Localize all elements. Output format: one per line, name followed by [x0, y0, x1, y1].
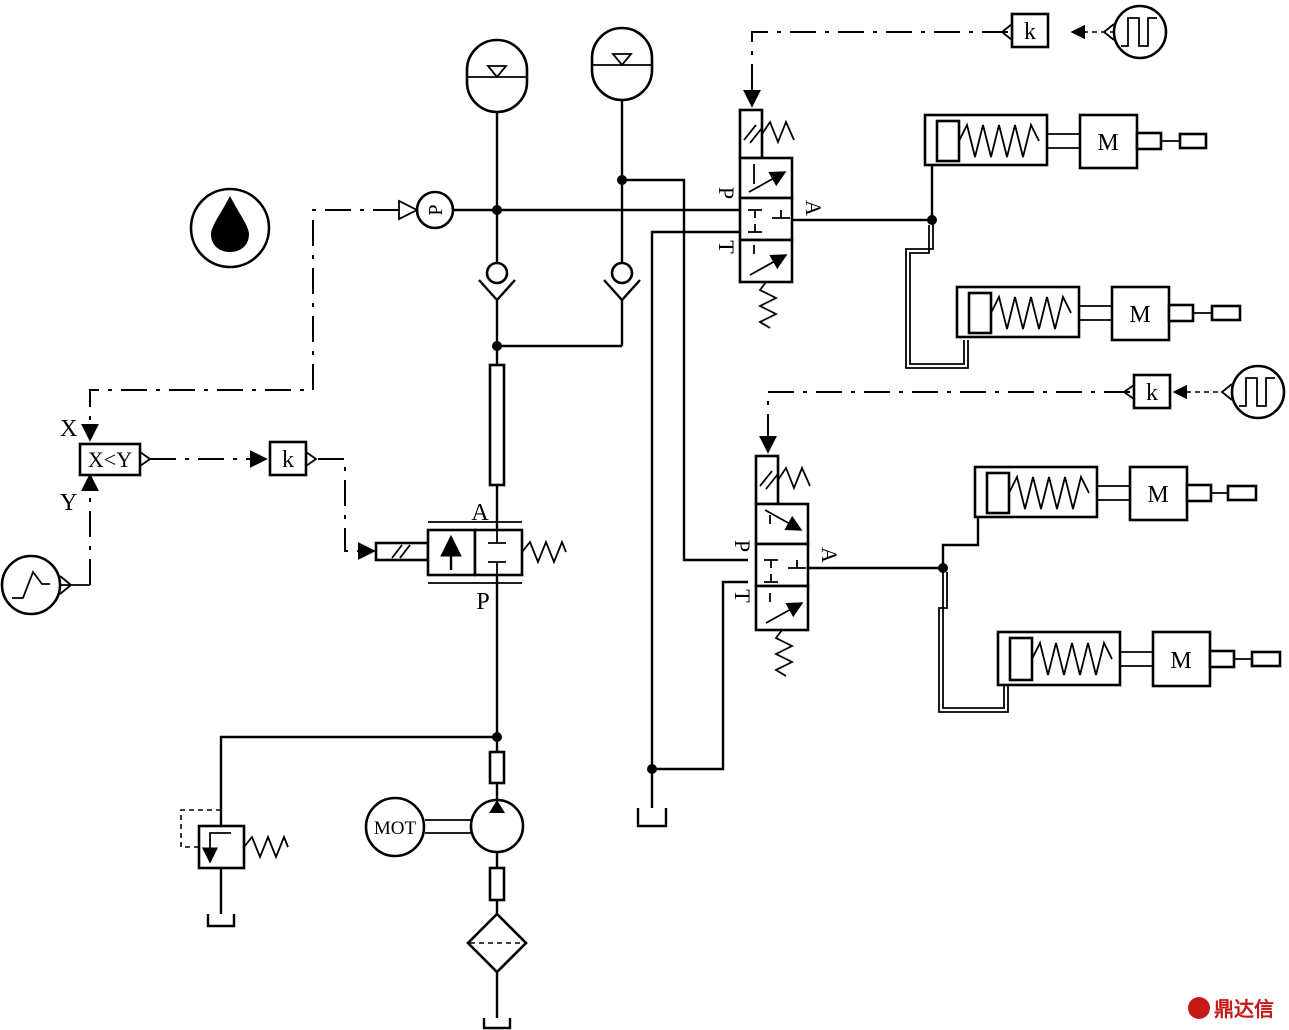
- pressure-hose: [488, 363, 506, 530]
- junction-dots: [492, 175, 948, 774]
- accumulator-left: [465, 38, 529, 114]
- control-signal-lines: [61, 24, 1218, 586]
- upper-valve-t-label: T: [714, 240, 739, 254]
- brake-4-motor-label: M: [1170, 648, 1191, 674]
- watermark-text: 鼎达信: [1214, 997, 1274, 1021]
- lower-gain-block: k: [1122, 373, 1172, 410]
- lower-valve-p-label: P: [730, 540, 755, 552]
- prop-valve-a-label: A: [471, 500, 489, 526]
- relief-valve: [180, 809, 289, 928]
- brake-1-motor-label: M: [1097, 130, 1118, 156]
- svg-text:鼎: 鼎: [1193, 1002, 1205, 1016]
- check-valve-left: [478, 261, 516, 302]
- gain-lower-label: k: [1146, 380, 1158, 406]
- upper-valve-p-label: P: [714, 187, 739, 199]
- y-input-label: Y: [60, 490, 77, 516]
- upper-valve-a-label: A: [801, 200, 826, 216]
- gain-upper-label: k: [1024, 19, 1036, 45]
- proportional-valve: A P: [374, 500, 567, 615]
- pressure-lines: [219, 100, 980, 1018]
- gain-main-label: k: [282, 447, 294, 473]
- brake-cylinder-4: M: [996, 630, 1282, 688]
- brake-3-motor-label: M: [1147, 482, 1168, 508]
- gain-block-main: k: [268, 440, 318, 477]
- comparator-label: X<Y: [88, 447, 132, 472]
- comparator-block: X<Y X Y: [60, 416, 152, 516]
- brake-2-motor-label: M: [1129, 302, 1150, 328]
- watermark-logo: 鼎 鼎达信: [1188, 997, 1274, 1021]
- oil-drop-icon: [189, 187, 271, 269]
- pressure-sensor-label: P: [425, 204, 447, 215]
- lower-solenoid-valve: P T A: [730, 454, 842, 677]
- upper-solenoid-valve: P T A: [714, 108, 826, 329]
- motor-label: MOT: [374, 818, 417, 839]
- check-valve-right: [603, 261, 641, 302]
- upper-pulse-generator: [1102, 4, 1168, 60]
- accumulator-right: [590, 26, 654, 102]
- prop-valve-p-label: P: [476, 589, 489, 615]
- upper-gain-block: k: [1000, 12, 1050, 49]
- lower-pulse-generator: [1220, 364, 1286, 420]
- lower-valve-a-label: A: [817, 547, 842, 563]
- x-input-label: X: [60, 416, 77, 442]
- brake-cylinder-2: M: [955, 285, 1242, 342]
- pedal-signal-generator: [0, 554, 73, 616]
- brake-cylinder-3: M: [973, 465, 1258, 522]
- pump-group: MOT: [364, 750, 528, 1030]
- brake-cylinder-1: M: [923, 113, 1208, 170]
- brake-hoses: [905, 221, 1009, 713]
- return-tank: [636, 808, 668, 828]
- lower-valve-t-label: T: [730, 589, 755, 603]
- pressure-sensor: P: [398, 190, 455, 230]
